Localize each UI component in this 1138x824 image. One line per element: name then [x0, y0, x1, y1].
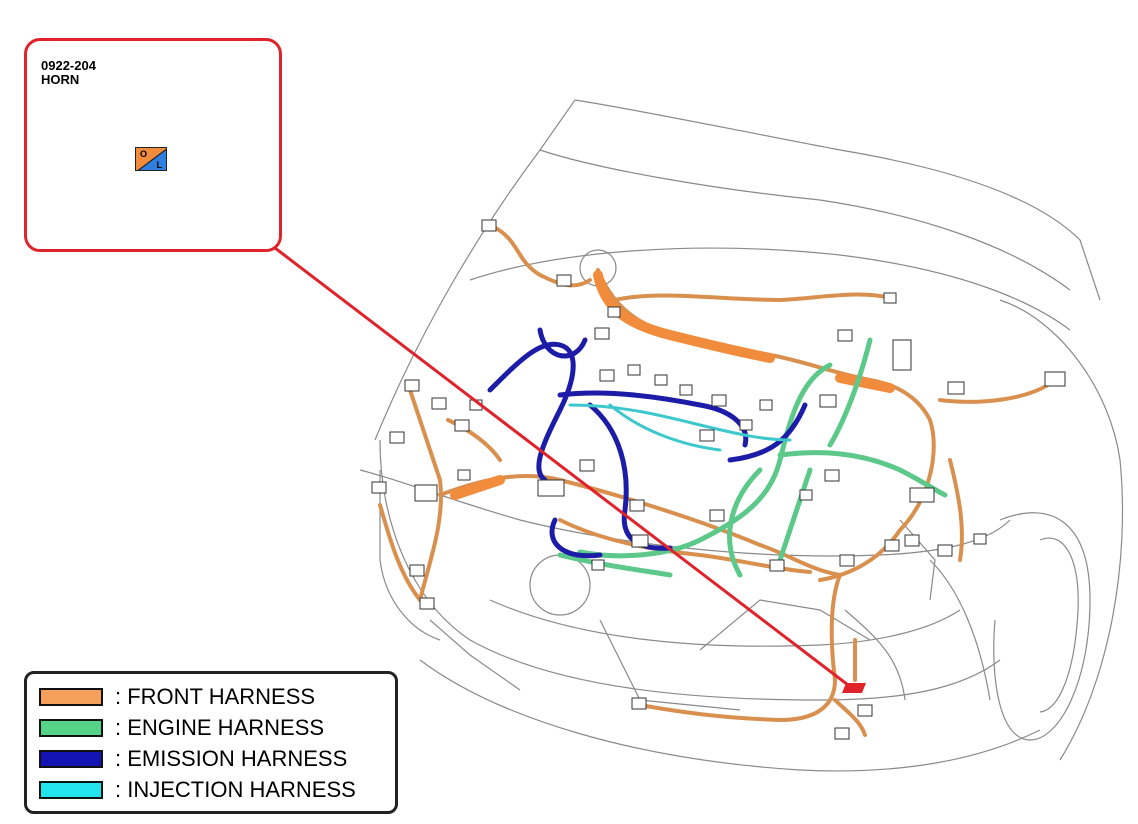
legend-label-front: : FRONT HARNESS	[115, 684, 316, 709]
harness-legend: : FRONT HARNESS : ENGINE HARNESS : EMISS…	[24, 671, 398, 814]
injection-harness-routing	[568, 403, 792, 452]
legend-item-emission-harness: : EMISSION HARNESS	[39, 746, 347, 772]
connector-code: 0922-204	[41, 58, 96, 73]
legend-item-injection-harness: : INJECTION HARNESS	[39, 777, 356, 803]
callout-leader-line	[274, 246, 853, 690]
legend-swatch-front	[39, 688, 103, 706]
legend-swatch-injection	[39, 781, 103, 799]
front-harness-trunk	[450, 270, 895, 500]
pin-color-left: O	[140, 149, 148, 159]
legend-swatch-emission	[39, 750, 103, 768]
legend-label-engine: : ENGINE HARNESS	[115, 715, 325, 740]
legend-item-engine-harness: : ENGINE HARNESS	[39, 715, 324, 741]
pin-color-right: L	[156, 160, 163, 170]
engine-harness-routing	[557, 337, 948, 578]
connector-callout: 0922-204 HORN O L	[24, 38, 282, 252]
connector-icon: O L	[135, 147, 167, 171]
front-harness-routing	[378, 224, 1057, 737]
connector-color-split	[136, 148, 166, 170]
connector-name: HORN	[41, 72, 80, 87]
emission-harness-routing	[487, 327, 808, 559]
connector-icons	[371, 219, 1066, 740]
legend-swatch-engine	[39, 719, 103, 737]
legend-item-front-harness: : FRONT HARNESS	[39, 684, 315, 710]
legend-label-emission: : EMISSION HARNESS	[115, 746, 348, 771]
legend-label-injection: : INJECTION HARNESS	[115, 777, 356, 802]
